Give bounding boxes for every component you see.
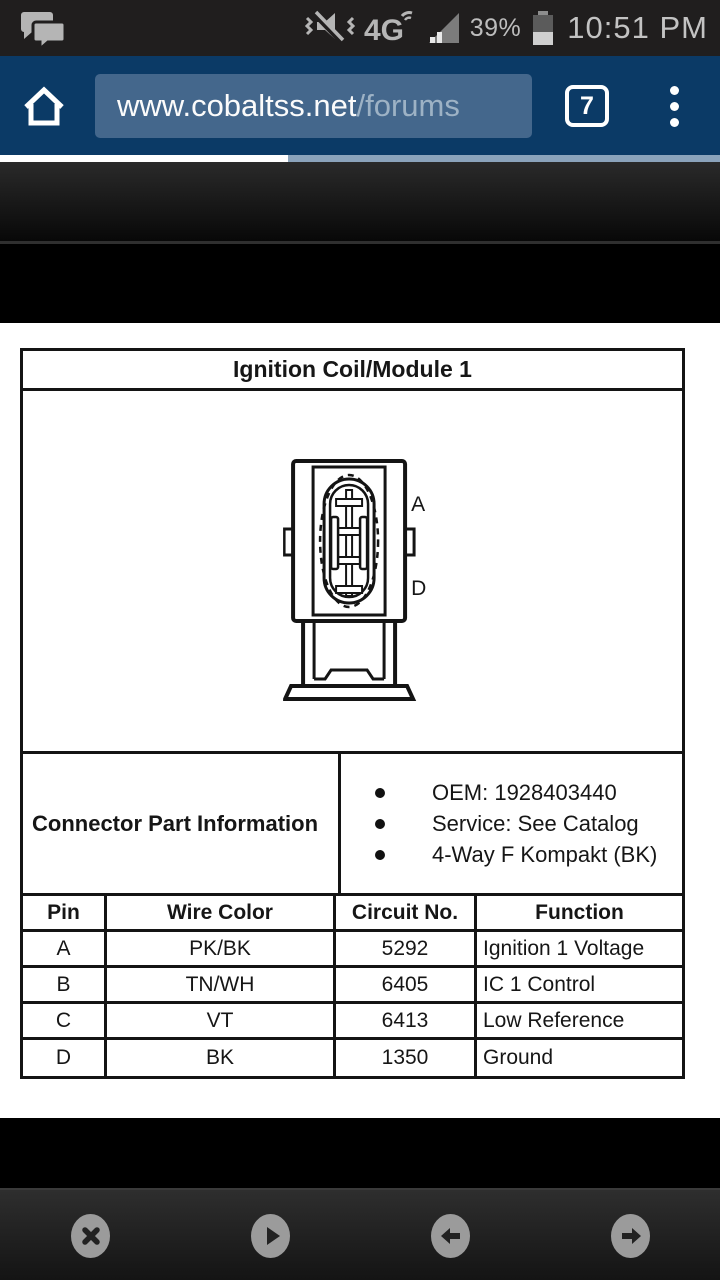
cell-function: IC 1 Control <box>483 972 596 996</box>
cell-pin: A <box>23 932 107 965</box>
home-button[interactable] <box>20 82 68 130</box>
pin-table-header-row: Pin Wire Color Circuit No. Function <box>23 896 682 932</box>
tab-count-label: 7 <box>580 91 594 120</box>
page-black-band-bottom <box>0 1118 720 1188</box>
diagram-title: Ignition Coil/Module 1 <box>233 356 472 382</box>
page-black-band-top <box>0 247 720 323</box>
cell-circuit: 5292 <box>336 932 477 965</box>
part-info-header-cell: Connector Part Information <box>23 754 341 893</box>
cell-pin: D <box>23 1040 107 1076</box>
battery-percent-label: 39% <box>469 13 522 42</box>
cell-wire: TN/WH <box>107 968 336 1001</box>
play-button[interactable] <box>251 1214 290 1258</box>
menu-dot-icon <box>669 85 679 95</box>
table-row: C VT 6413 Low Reference <box>23 1004 682 1040</box>
url-path-text: /forums <box>356 88 460 123</box>
part-info-bullet-list: OEM: 1928403440 Service: See Catalog 4-W… <box>375 777 657 870</box>
pin-label-a: A <box>411 493 425 516</box>
page-dark-band-upper <box>0 162 720 244</box>
page-load-progress-bar <box>0 155 720 162</box>
connector-pinout-table: Ignition Coil/Module 1 <box>20 348 685 1079</box>
table-row: B TN/WH 6405 IC 1 Control <box>23 968 682 1004</box>
cell-wire: BK <box>107 1040 336 1076</box>
cell-circuit: 1350 <box>336 1040 477 1076</box>
overflow-menu-button[interactable] <box>656 82 692 130</box>
tab-switcher-button[interactable]: 7 <box>565 85 609 127</box>
status-bar: 4G 39% 10:51 PM <box>0 0 720 56</box>
cell-wire: PK/BK <box>107 932 336 965</box>
battery-icon <box>533 11 554 45</box>
clock-label: 10:51 PM <box>567 10 708 45</box>
connector-diagram: A D <box>282 459 426 701</box>
close-button[interactable] <box>71 1214 110 1258</box>
header-wire: Wire Color <box>107 896 336 929</box>
vibrate-mute-icon <box>304 10 355 44</box>
cell-pin: B <box>23 968 107 1001</box>
cell-pin: C <box>23 1004 107 1037</box>
part-info-label: Connector Part Information <box>32 810 319 836</box>
signal-strength-icon <box>428 13 459 43</box>
status-icons-cluster: 4G 39% 10:51 PM <box>304 0 708 56</box>
cell-wire: VT <box>107 1004 336 1037</box>
part-info-detail-cell: OEM: 1928403440 Service: See Catalog 4-W… <box>341 754 682 893</box>
header-pin: Pin <box>23 896 107 929</box>
part-info-bullet: OEM: 1928403440 <box>375 777 657 808</box>
close-icon <box>81 1227 100 1245</box>
table-row: A PK/BK 5292 Ignition 1 Voltage <box>23 932 682 968</box>
chat-notification-icon <box>21 12 67 50</box>
bottom-nav-bar <box>0 1188 720 1280</box>
page-content: Ignition Coil/Module 1 <box>0 323 720 1118</box>
menu-dot-icon <box>669 101 679 111</box>
cell-function: Low Reference <box>483 1008 625 1032</box>
part-info-row: Connector Part Information OEM: 19284034… <box>23 754 682 896</box>
url-bar[interactable]: www.cobaltss.net/forums <box>95 74 532 138</box>
cell-function: Ignition 1 Voltage <box>483 936 645 960</box>
table-row: D BK 1350 Ground <box>23 1040 682 1076</box>
header-function: Function <box>535 900 624 924</box>
progress-done-segment <box>0 155 288 162</box>
connector-figure-row: A D <box>23 391 682 754</box>
back-button[interactable] <box>431 1214 470 1258</box>
menu-dot-icon <box>669 117 679 127</box>
diagram-title-row: Ignition Coil/Module 1 <box>23 351 682 391</box>
part-info-bullet: 4-Way F Kompakt (BK) <box>375 839 657 870</box>
cell-circuit: 6413 <box>336 1004 477 1037</box>
cell-function: Ground <box>483 1046 554 1069</box>
play-icon <box>266 1227 280 1245</box>
network-type-label: 4G <box>364 14 404 47</box>
network-type-indicator: 4G <box>364 6 418 50</box>
cell-circuit: 6405 <box>336 968 477 1001</box>
part-info-bullet: Service: See Catalog <box>375 808 657 839</box>
back-arrow-icon <box>440 1228 460 1244</box>
home-icon <box>24 86 64 126</box>
header-circuit: Circuit No. <box>336 896 477 929</box>
pin-label-d: D <box>411 577 426 600</box>
forward-button[interactable] <box>611 1214 650 1258</box>
forward-arrow-icon <box>621 1228 641 1244</box>
browser-toolbar: www.cobaltss.net/forums 7 <box>0 56 720 155</box>
url-host-text: www.cobaltss.net <box>117 88 357 123</box>
